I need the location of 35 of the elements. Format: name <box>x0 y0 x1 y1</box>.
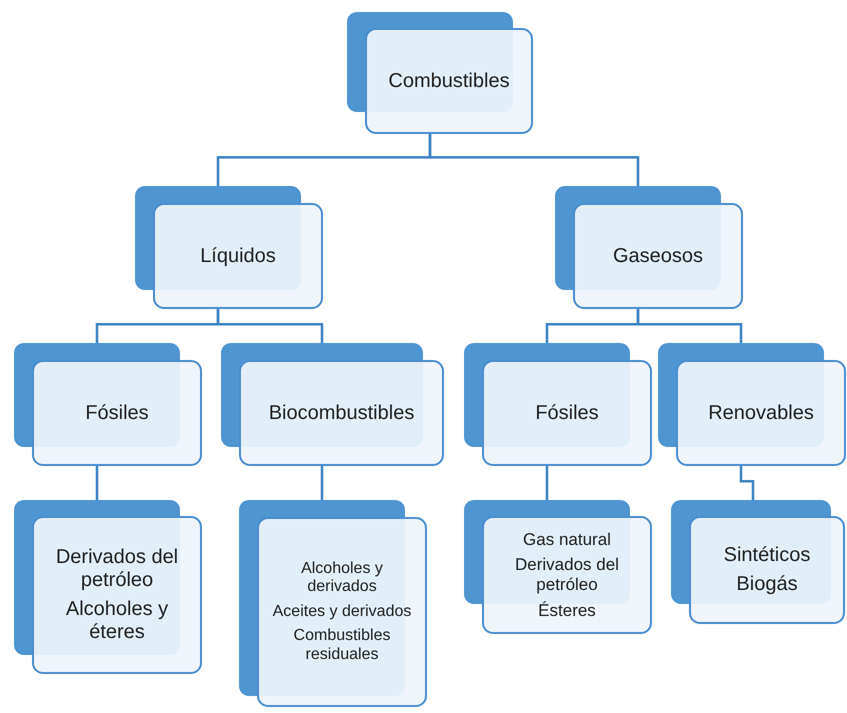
category-box <box>482 516 652 634</box>
category-label: Renovables <box>708 402 814 424</box>
connector-line <box>636 309 742 343</box>
connector-line <box>216 309 324 343</box>
category-label: Aceites y derivados <box>272 602 412 622</box>
category-box <box>239 360 444 466</box>
category-label: Derivados del petróleo <box>514 555 620 595</box>
category-label: Biocombustibles <box>268 402 414 424</box>
connector-line <box>96 466 98 500</box>
category-box <box>153 203 323 309</box>
category-label: Derivados del petróleo <box>54 546 180 592</box>
category-label: Ésteres <box>538 600 596 620</box>
category-label: Fósiles <box>535 402 599 424</box>
category-label: Alcoholes y derivados <box>300 560 384 597</box>
category-box <box>32 360 202 466</box>
category-label: Sintéticos <box>724 544 810 567</box>
category-label: Combustibles residuales <box>292 627 392 664</box>
category-box <box>365 28 533 134</box>
connector-line <box>546 466 548 500</box>
category-box <box>32 516 202 674</box>
category-label: Gaseosos <box>612 244 704 268</box>
category-box <box>482 360 652 466</box>
category-box <box>257 517 427 707</box>
category-label: Biogás <box>736 573 798 596</box>
category-label: Combustibles <box>388 70 510 92</box>
category-box <box>573 203 743 309</box>
connector-line <box>428 134 640 186</box>
category-label: Alcoholes y éteres <box>64 598 170 644</box>
category-label: Gas natural <box>523 530 611 550</box>
connector-line <box>320 466 324 500</box>
category-label: Líquidos <box>200 244 276 268</box>
category-label: Fósiles <box>85 402 149 424</box>
category-box <box>689 516 845 624</box>
connector-line <box>740 466 754 500</box>
category-box <box>676 360 846 466</box>
